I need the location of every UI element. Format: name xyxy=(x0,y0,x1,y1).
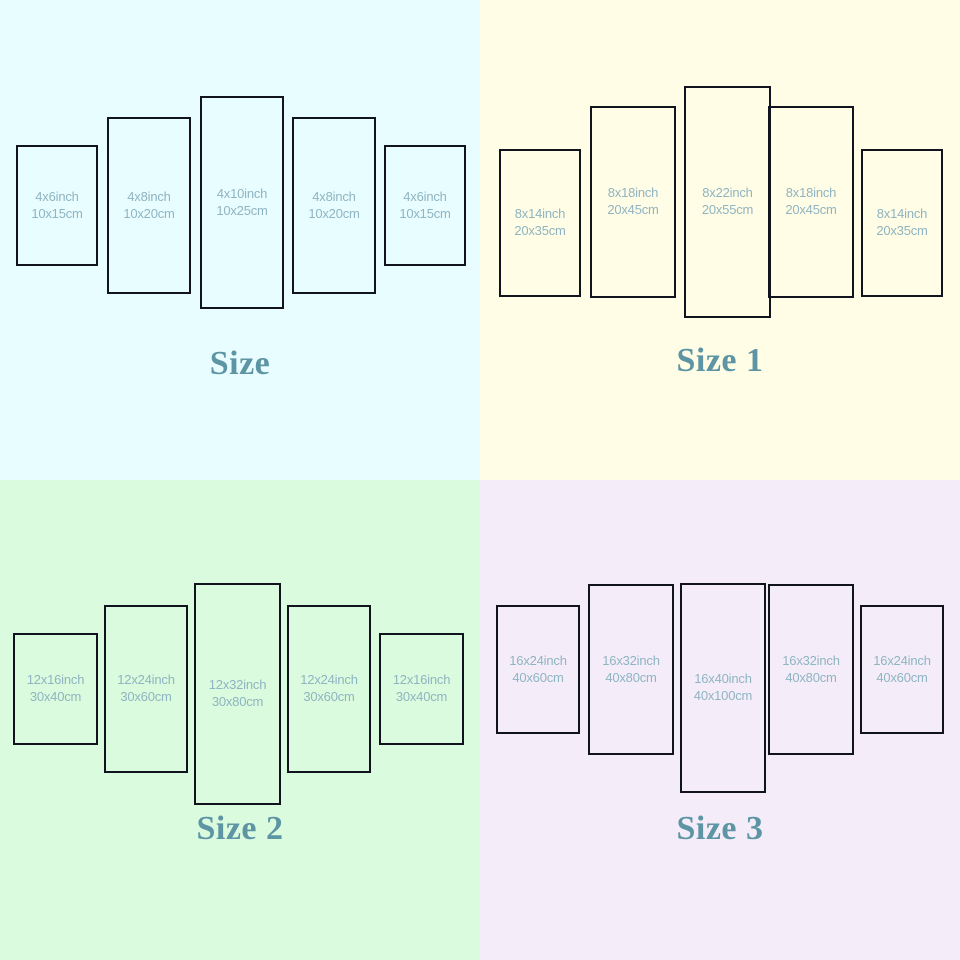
size-label-cm: 30x60cm xyxy=(303,689,355,704)
size-label-inch: 4x6inch xyxy=(403,188,447,204)
size-label-inch: 12x24inch xyxy=(300,672,358,688)
size-label-cm: 40x80cm xyxy=(785,669,837,685)
size-label-inch: 4x8inch xyxy=(127,188,171,204)
size-label-cm: 20x35cm xyxy=(876,223,928,238)
size-label-inch: 8x18inch xyxy=(785,185,837,201)
quadrant-title-size-3: Size 3 xyxy=(676,810,764,847)
size-label-inch: 4x8inch xyxy=(312,188,356,204)
size-label-inch: 16x32inch xyxy=(602,652,660,668)
size-label-cm: 10x20cm xyxy=(123,205,175,221)
size-label-cm: 30x40cm xyxy=(29,689,82,704)
size-label-inch: 8x14inch xyxy=(514,206,566,222)
size-label-cm: 30x40cm xyxy=(395,689,448,704)
size-label-inch: 16x24inch xyxy=(509,652,567,668)
quadrant-title-size-1: Size 1 xyxy=(676,342,764,379)
size-label-inch: 12x16inch xyxy=(26,672,85,688)
size-label-cm: 40x60cm xyxy=(512,669,564,685)
size-label-inch: 8x18inch xyxy=(607,185,659,201)
size-label-inch: 12x24inch xyxy=(117,672,175,688)
size-label-inch: 12x32inch xyxy=(208,677,267,693)
size-label-inch: 8x22inch xyxy=(702,185,753,201)
size-label-inch: 8x14inch xyxy=(876,206,928,222)
size-label-cm: 40x80cm xyxy=(605,669,657,685)
size-label-cm: 10x15cm xyxy=(399,205,451,221)
size-label-inch: 16x40inch xyxy=(694,671,752,687)
size-label-inch: 16x24inch xyxy=(873,652,931,668)
quadrant-title-size: Size xyxy=(209,345,271,382)
size-label-inch: 4x6inch xyxy=(35,188,79,204)
size-label-cm: 20x55cm xyxy=(701,202,754,217)
size-label-cm: 10x25cm xyxy=(216,202,268,218)
quadrant-title-size-2: Size 2 xyxy=(196,810,284,847)
size-label-cm: 40x100cm xyxy=(693,688,753,703)
size-label-cm: 40x60cm xyxy=(876,669,928,685)
size-label-inch: 12x16inch xyxy=(392,672,451,688)
size-label-cm: 20x35cm xyxy=(514,223,566,238)
size-label-inch: 16x32inch xyxy=(782,652,840,668)
size-label-cm: 30x80cm xyxy=(211,694,264,709)
size-label-inch: 4x10inch xyxy=(216,185,268,201)
size-label-cm: 10x20cm xyxy=(308,205,360,221)
size-label-cm: 10x15cm xyxy=(31,205,83,221)
size-label-cm: 20x45cm xyxy=(607,202,659,217)
size-label-cm: 20x45cm xyxy=(785,202,837,217)
size-label-cm: 30x60cm xyxy=(120,689,172,704)
